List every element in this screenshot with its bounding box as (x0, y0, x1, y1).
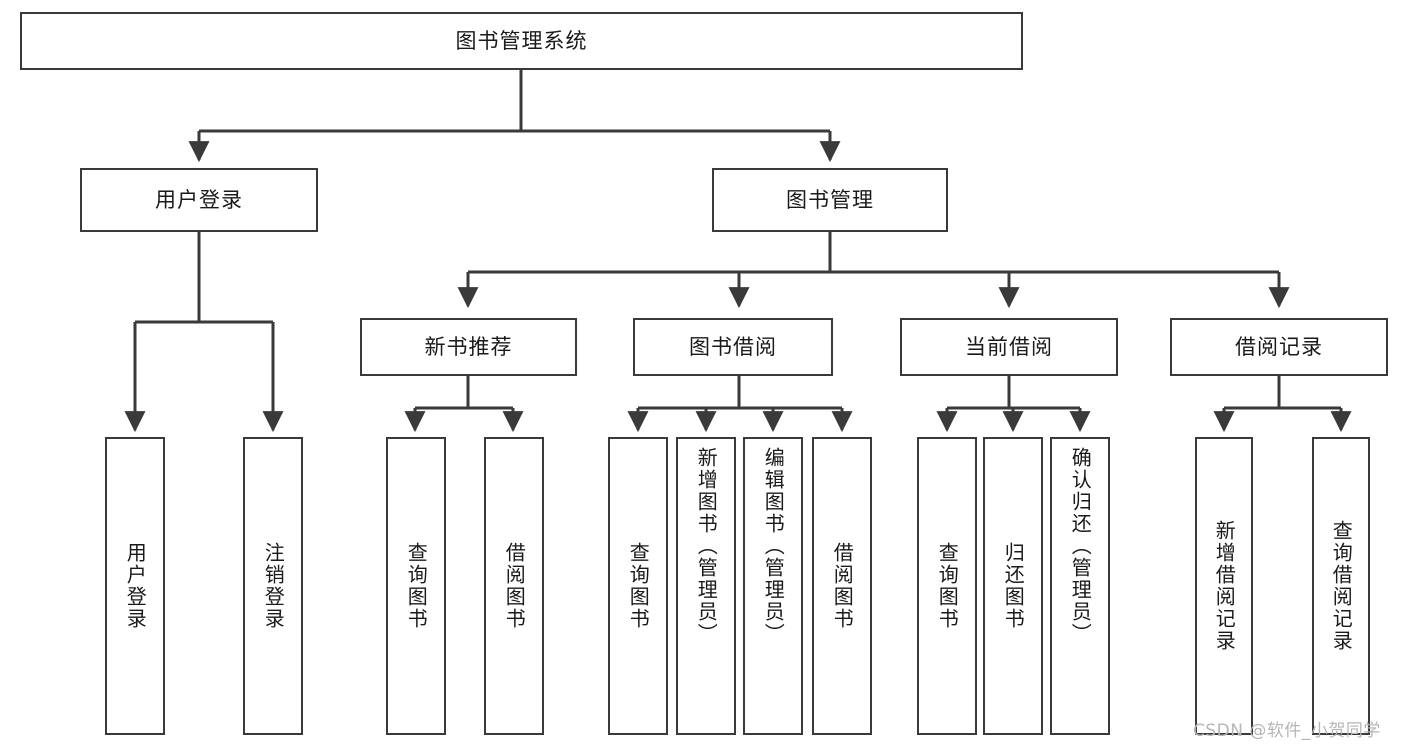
node-label: 查询图书 (935, 542, 960, 630)
node-leaf-query-book-2[interactable]: 查询图书 (608, 437, 668, 735)
node-leaf-borrow-book-2[interactable]: 借阅图书 (812, 437, 872, 735)
node-leaf-query-book-3[interactable]: 查询图书 (917, 437, 977, 735)
node-label: 注销登录 (261, 542, 286, 630)
node-borrow-record[interactable]: 借阅记录 (1170, 318, 1388, 376)
node-leaf-user-login[interactable]: 用户登录 (105, 437, 165, 735)
node-label: 查询图书 (626, 542, 651, 630)
node-new-book-recommend[interactable]: 新书推荐 (360, 318, 577, 376)
node-label: 用户登录 (123, 542, 148, 630)
node-label: 新增借阅记录 (1212, 520, 1237, 652)
node-leaf-logout-login[interactable]: 注销登录 (243, 437, 303, 735)
node-label: 借阅图书 (502, 542, 527, 630)
node-leaf-borrow-book-1[interactable]: 借阅图书 (484, 437, 544, 735)
node-leaf-query-record[interactable]: 查询借阅记录 (1312, 437, 1370, 735)
node-label: 确认归还（管理员） (1068, 447, 1093, 645)
node-label: 用户登录 (155, 187, 243, 212)
csdn-watermark: CSDN @软件_小贺同学 (1193, 721, 1381, 741)
node-leaf-confirm-return[interactable]: 确认归还（管理员） (1050, 437, 1110, 735)
node-book-borrow[interactable]: 图书借阅 (633, 318, 833, 376)
node-book-management[interactable]: 图书管理 (712, 168, 948, 232)
node-label: 借阅记录 (1235, 334, 1323, 359)
node-leaf-edit-book[interactable]: 编辑图书（管理员） (743, 437, 803, 735)
node-root-book-management-system[interactable]: 图书管理系统 (20, 12, 1023, 70)
node-user-login[interactable]: 用户登录 (80, 168, 318, 232)
node-label: 归还图书 (1001, 542, 1026, 630)
node-label: 当前借阅 (965, 334, 1053, 359)
node-label: 编辑图书（管理员） (761, 447, 786, 645)
node-label: 新书推荐 (424, 334, 513, 359)
node-leaf-add-record[interactable]: 新增借阅记录 (1195, 437, 1253, 735)
node-label: 图书管理系统 (455, 28, 588, 53)
node-label: 图书管理 (786, 187, 874, 212)
node-label: 查询借阅记录 (1329, 520, 1354, 652)
node-label: 借阅图书 (830, 542, 855, 630)
node-leaf-return-book[interactable]: 归还图书 (983, 437, 1043, 735)
node-leaf-query-book-1[interactable]: 查询图书 (386, 437, 446, 735)
node-label: 新增图书（管理员） (694, 447, 719, 645)
node-leaf-add-book[interactable]: 新增图书（管理员） (676, 437, 736, 735)
node-label: 图书借阅 (689, 334, 777, 359)
node-label: 查询图书 (404, 542, 429, 630)
node-current-borrow[interactable]: 当前借阅 (900, 318, 1118, 376)
